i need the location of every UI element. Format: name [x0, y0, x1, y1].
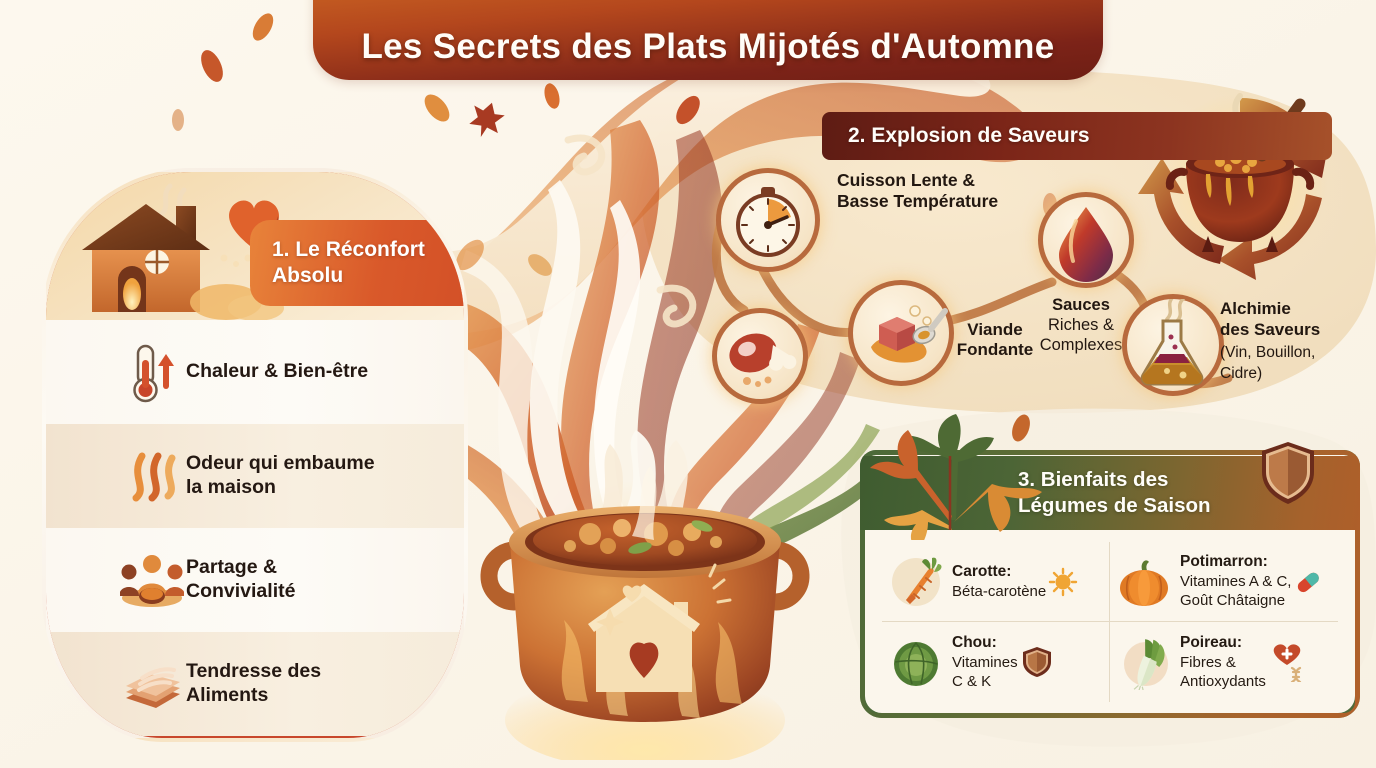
stopwatch-icon [736, 187, 800, 257]
vegetable-benefit-line1: Fibres & [1180, 653, 1236, 671]
tender-meat-label: Viande Fondante [940, 320, 1050, 361]
section1-item-list: Chaleur & Bien-être Odeur qui embaume la… [46, 320, 464, 736]
leek-icon [1124, 639, 1168, 690]
vegetable-label: Carotte: Béta-carotène [952, 562, 1046, 601]
alchemy-flask-node[interactable] [1122, 294, 1224, 396]
label-line1: Partage & [186, 556, 278, 579]
label-line1: Sauces [1052, 296, 1110, 314]
carrot-icon [892, 557, 942, 606]
sauce-drop-icon [1059, 207, 1113, 282]
label-line2: Fondante [956, 340, 1034, 360]
section-comfort-panel: 1. Le Réconfort Absolu [42, 168, 468, 742]
vegetable-label: Poireau: Fibres & Antioxydants [1180, 633, 1266, 691]
rich-sauce-node[interactable] [1038, 192, 1134, 288]
vegetable-benefit-line2: Goût Châtaigne [1180, 592, 1286, 610]
people-sharing-meal-icon [120, 555, 184, 607]
vegetable-name: Poireau: [1180, 633, 1243, 651]
page-title: Les Secrets des Plats Mijotés d'Automne [361, 27, 1055, 66]
stopwatch-label: Cuisson Lente & Basse Température [837, 170, 998, 212]
list-item[interactable]: Tendresse des Aliments [46, 632, 464, 736]
stopwatch-node[interactable] [716, 168, 820, 272]
label-line1: Alchimie [1220, 299, 1291, 318]
capsule-pill-icon [1298, 572, 1320, 592]
list-item[interactable]: Odeur qui embaume la maison [46, 424, 464, 528]
label-line1: Viande [967, 320, 1023, 339]
rich-sauce-label: Sauces Riches & Complexes [1022, 296, 1140, 355]
label-line2: Basse Température [837, 191, 999, 211]
section1-title-line2: Absolu [272, 264, 344, 287]
list-item-label: Partage & Convivialité [186, 556, 295, 604]
label-line3: Complexes [1039, 335, 1123, 354]
vegetable-label: Potimarron: Vitamines A & C, Goût Châtai… [1180, 552, 1291, 610]
label-line2: des Saveurs [1220, 320, 1321, 340]
label-line2: la maison [186, 476, 276, 498]
label-line1: Tendresse des [186, 660, 322, 683]
tender-meat-node[interactable] [848, 280, 954, 386]
vegetable-cell-carotte[interactable]: Carotte: Béta-carotène [882, 542, 1110, 622]
steaming-cooking-pot-with-house-heart-icon[interactable] [470, 430, 820, 760]
cabbage-icon [894, 642, 938, 686]
meat-cube-with-spoon-icon [871, 305, 948, 363]
section1-title-line1: 1. Le Réconfort [272, 238, 425, 262]
ham-node[interactable] [712, 308, 808, 404]
list-item[interactable]: Chaleur & Bien-être [46, 320, 464, 424]
vegetable-cell-potimarron[interactable]: Potimarron: Vitamines A & C, Goût Châtai… [1110, 542, 1338, 622]
list-item-label: Tendresse des Aliments [186, 660, 321, 708]
label-line2: Riches & [1047, 315, 1115, 334]
pumpkin-icon [1120, 559, 1168, 606]
sun-icon [1049, 567, 1078, 596]
heart-plus-dna-icon [1273, 644, 1301, 682]
steam-waves-icon [132, 452, 176, 502]
label-line2: Convivialité [186, 580, 296, 602]
label-line4: Cidre) [1220, 364, 1263, 382]
label-line1: Cuisson Lente & [837, 170, 976, 190]
page-title-banner: Les Secrets des Plats Mijotés d'Automne [313, 0, 1103, 80]
vegetable-benefit-line1: Vitamines A & C, [1180, 573, 1292, 591]
vegetable-name: Carotte: [952, 562, 1012, 580]
vegetable-benefit-line2: Antioxydants [1180, 672, 1266, 690]
section2-title-band: 2. Explosion de Saveurs [822, 112, 1332, 160]
alchemy-label: Alchimie des Saveurs (Vin, Bouillon, Cid… [1220, 298, 1320, 383]
autumn-leaves-icon [870, 414, 1042, 540]
vegetable-label: Chou: Vitamines C & K [952, 633, 1018, 691]
section1-title-band: 1. Le Réconfort Absolu [250, 220, 464, 306]
shield-icon [1262, 442, 1314, 504]
flask-icon [1140, 295, 1204, 386]
vegetable-cell-chou[interactable]: Chou: Vitamines C & K [882, 622, 1110, 702]
shield-icon [1022, 647, 1051, 677]
vegetable-name: Potimarron: [1180, 553, 1268, 571]
section-flavor-panel: 2. Explosion de Saveurs Cuisson Lente & … [632, 93, 1376, 404]
vegetable-benefit-line2: C & K [952, 672, 992, 690]
vegetable-benefit-line1: Vitamines [952, 653, 1018, 671]
list-item-label: Odeur qui embaume la maison [186, 452, 375, 500]
hand-on-soft-food-icon [126, 667, 180, 708]
vegetables-grid: Carotte: Béta-carotène [882, 542, 1338, 702]
list-item[interactable]: Partage & Convivialité [46, 528, 464, 632]
label-line1: Odeur qui embaume [186, 452, 375, 475]
vegetable-name: Chou: [952, 633, 997, 651]
vegetable-benefit: Béta-carotène [952, 582, 1047, 600]
thermometer-up-icon [133, 344, 174, 403]
vegetable-cell-poireau[interactable]: Poireau: Fibres & Antioxydants [1110, 622, 1338, 702]
label-line2: Aliments [186, 684, 269, 706]
list-item-label: Chaleur & Bien-être [186, 360, 369, 383]
ham-icon [729, 333, 797, 387]
section2-title: 2. Explosion de Saveurs [848, 124, 1090, 147]
section1-title: 1. Le Réconfort Absolu [250, 237, 425, 288]
label-line3: (Vin, Bouillon, [1220, 343, 1316, 361]
